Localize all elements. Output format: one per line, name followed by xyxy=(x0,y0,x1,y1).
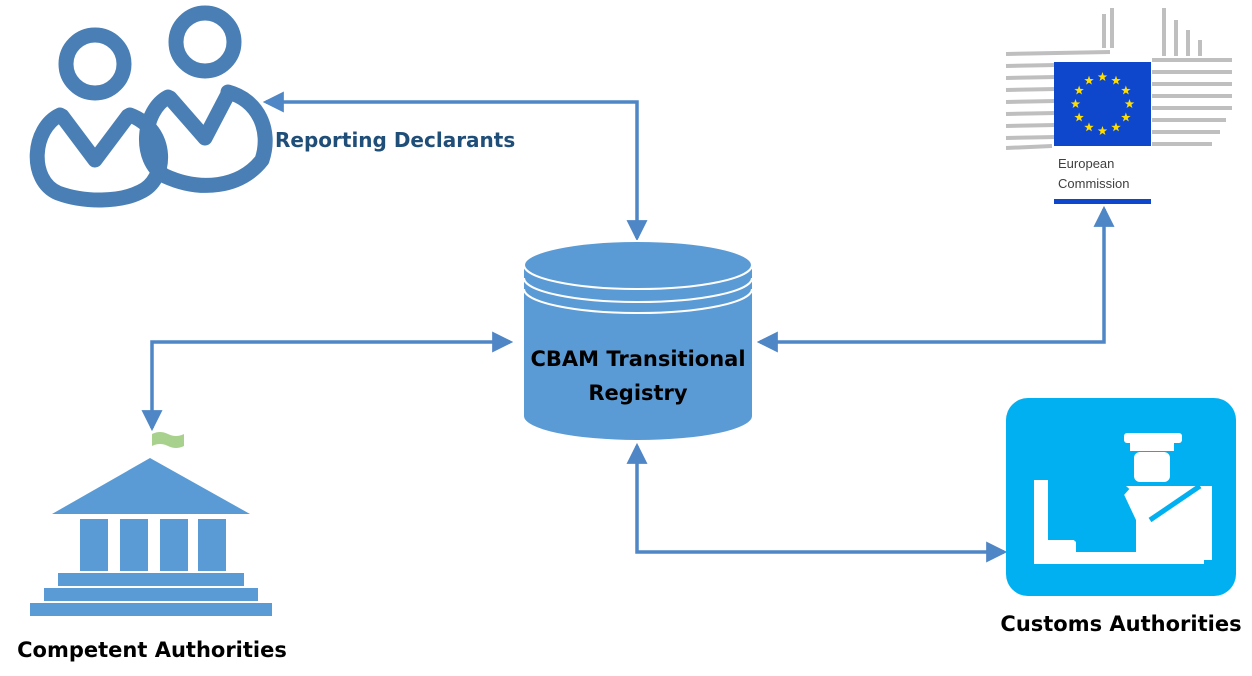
connector-declarants-registry xyxy=(262,91,648,242)
eu-stars xyxy=(1070,72,1135,136)
registry-label-line1: CBAM Transitional xyxy=(530,347,745,371)
eu-star xyxy=(1111,75,1121,85)
eu-star xyxy=(1121,112,1131,122)
registry-label-line2: Registry xyxy=(588,381,688,405)
connector-registry-customs xyxy=(626,442,1008,563)
government-building-icon xyxy=(30,432,272,616)
database-cylinder-icon: CBAM Transitional Registry xyxy=(523,240,753,440)
eu-star xyxy=(1097,126,1108,136)
eu-star xyxy=(1084,75,1094,85)
two-people-icon xyxy=(29,5,273,208)
european-commission-line1: European xyxy=(1058,156,1114,171)
reporting-declarants-label: Reporting Declarants xyxy=(275,128,515,152)
european-commission-line2: Commission xyxy=(1058,176,1130,191)
eu-star xyxy=(1124,99,1135,109)
ec-underline-bar xyxy=(1054,199,1151,204)
connector-registry-commission xyxy=(756,205,1115,353)
eu-star xyxy=(1111,122,1121,132)
connectors xyxy=(141,91,1115,563)
eu-star xyxy=(1121,85,1131,95)
eu-star xyxy=(1074,112,1084,122)
eu-star xyxy=(1097,72,1108,82)
connector-competent-registry xyxy=(141,331,514,432)
eu-star xyxy=(1084,122,1094,132)
european-commission-logo: European Commission xyxy=(1005,8,1232,204)
eu-star xyxy=(1074,85,1084,95)
customs-authorities-label: Customs Authorities xyxy=(1000,612,1241,636)
customs-officer-icon xyxy=(1006,398,1236,596)
eu-star xyxy=(1070,99,1081,109)
competent-authorities-label: Competent Authorities xyxy=(17,638,287,662)
flag-icon xyxy=(152,432,184,448)
